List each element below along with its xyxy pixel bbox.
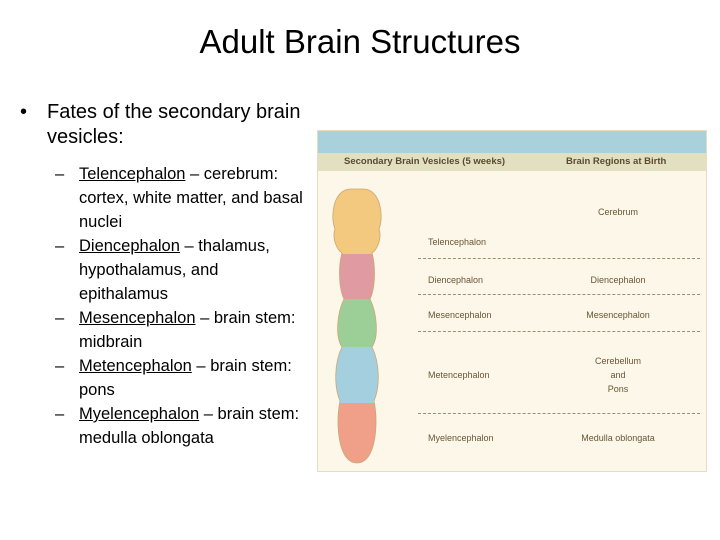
region-cerebellum: Cerebellum bbox=[594, 356, 642, 366]
dash-marker: – bbox=[55, 165, 65, 183]
brain-tube-illustration bbox=[332, 188, 382, 464]
term-myelencephalon: Myelencephalon bbox=[79, 405, 200, 423]
dash-marker: – bbox=[55, 237, 65, 255]
divider-1 bbox=[418, 258, 700, 259]
term-telencephalon: Telencephalon bbox=[79, 165, 186, 183]
term-mesencephalon: Mesencephalon bbox=[79, 309, 196, 327]
term-diencephalon: Diencephalon bbox=[79, 237, 180, 255]
description-diencephalon: – thalamus, hypothalamus, and epithalamu… bbox=[79, 237, 270, 303]
label-myelencephalon: Myelencephalon bbox=[428, 433, 494, 443]
diencephalon-segment bbox=[332, 254, 382, 299]
description-telencephalon: – cerebrum: cortex, white matter, and ba… bbox=[79, 165, 303, 231]
dash-marker: – bbox=[55, 357, 65, 375]
label-mesencephalon: Mesencephalon bbox=[428, 310, 492, 320]
figure-top-bar bbox=[318, 131, 706, 153]
mesencephalon-segment bbox=[332, 299, 382, 347]
metencephalon-segment bbox=[332, 347, 382, 403]
brain-vesicle-figure: Secondary Brain Vesicles (5 weeks) Brain… bbox=[317, 130, 707, 472]
sub-bullet-telencephalon: –Telencephalon – cerebrum: cortex, white… bbox=[55, 162, 305, 234]
telencephalon-segment bbox=[332, 189, 382, 254]
tube-outline bbox=[332, 188, 382, 464]
description-mesencephalon: – brain stem: midbrain bbox=[79, 309, 296, 351]
region-diencephalon: Diencephalon bbox=[590, 275, 646, 285]
region-mesencephalon: Mesencephalon bbox=[586, 310, 650, 320]
description-myelencephalon: – brain stem: medulla oblongata bbox=[79, 405, 300, 447]
sub-bullet-mesencephalon: –Mesencephalon – brain stem: midbrain bbox=[55, 306, 305, 354]
main-bullet: • Fates of the secondary brain vesicles: bbox=[20, 100, 305, 150]
region-medulla: Medulla oblongata bbox=[581, 433, 655, 443]
sub-bullet-diencephalon: –Diencephalon – thalamus, hypothalamus, … bbox=[55, 234, 305, 306]
divider-3 bbox=[418, 331, 700, 332]
region-cerebrum: Cerebrum bbox=[597, 207, 638, 217]
label-diencephalon: Diencephalon bbox=[428, 275, 484, 285]
dash-marker: – bbox=[55, 405, 65, 423]
sub-bullet-myelencephalon: –Myelencephalon – brain stem: medulla ob… bbox=[55, 402, 305, 450]
header-brain-regions: Brain Regions at Birth bbox=[566, 156, 667, 167]
divider-2 bbox=[418, 294, 700, 295]
header-secondary-vesicles: Secondary Brain Vesicles (5 weeks) bbox=[344, 156, 506, 167]
bullet-marker: • bbox=[20, 101, 28, 123]
slide-title: Adult Brain Structures bbox=[199, 23, 521, 60]
myelencephalon-segment bbox=[332, 403, 382, 463]
sub-bullet-metencephalon: –Metencephalon – brain stem: pons bbox=[55, 354, 305, 402]
description-metencephalon: – brain stem: pons bbox=[79, 357, 292, 399]
sub-bullet-list: –Telencephalon – cerebrum: cortex, white… bbox=[55, 162, 305, 450]
main-bullet-text: Fates of the secondary brain vesicles: bbox=[47, 101, 301, 148]
divider-4 bbox=[418, 413, 700, 414]
region-and: and bbox=[610, 370, 626, 380]
label-metencephalon: Metencephalon bbox=[428, 370, 490, 380]
term-metencephalon: Metencephalon bbox=[79, 357, 192, 375]
label-telencephalon: Telencephalon bbox=[428, 237, 487, 247]
region-pons: Pons bbox=[607, 384, 629, 394]
dash-marker: – bbox=[55, 309, 65, 327]
figure-header: Secondary Brain Vesicles (5 weeks) Brain… bbox=[318, 153, 706, 171]
